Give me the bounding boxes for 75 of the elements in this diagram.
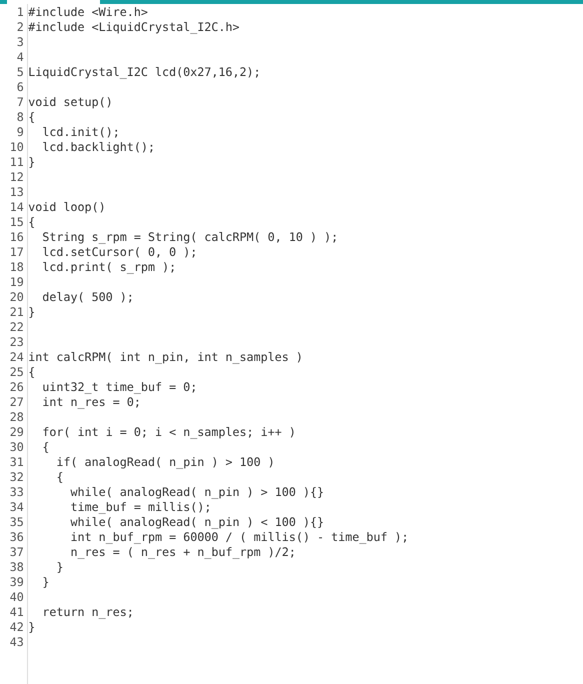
line-number: 34: [10, 502, 24, 512]
line-number: 10: [11, 142, 24, 152]
line-number: 32: [10, 472, 23, 482]
code-line: void loop(): [28, 202, 104, 214]
line-number: 6: [18, 82, 24, 92]
line-number: 11: [11, 157, 23, 166]
line-number: 14: [11, 202, 24, 211]
line-number: 22: [10, 322, 23, 331]
code-line: int n_buf_rpm = 60000 / ( millis() - time_buf );: [72, 532, 406, 544]
code-line: }: [29, 307, 34, 318]
line-number: 18: [11, 262, 24, 272]
code-line: }: [44, 577, 48, 588]
line-number: 24: [10, 352, 24, 361]
line-number: 4: [17, 52, 24, 61]
code-line: }: [58, 562, 62, 573]
code-line: while( analogRead( n_pin ) < 100 ){}: [70, 517, 323, 529]
line-number: 28: [10, 412, 24, 422]
line-number: 35: [10, 517, 23, 526]
line-number: 41: [10, 607, 23, 616]
code-line: if( analogRead( n_pin ) > 100 ): [57, 457, 272, 469]
line-number: 17: [11, 247, 23, 256]
line-number: 38: [10, 562, 24, 572]
code-line: lcd.setCursor( 0, 0 );: [43, 247, 195, 258]
code-line: while( analogRead( n_pin ) > 100 ){}: [70, 487, 323, 499]
code-line: lcd.print( s_rpm );: [43, 262, 174, 274]
line-number: 8: [18, 112, 24, 122]
code-line: LiquidCrystal_I2C lcd(0x27,16,2);: [29, 67, 258, 79]
line-number: 23: [10, 337, 23, 346]
line-number: 30: [10, 442, 24, 452]
line-number: 9: [17, 127, 23, 136]
line-number: 25: [10, 367, 23, 376]
code-line: {: [44, 442, 48, 453]
code-line: #include <LiquidCrystal_I2C.h>: [28, 22, 239, 34]
line-number: 36: [10, 532, 24, 542]
code-line: int n_res = 0;: [43, 397, 138, 409]
code-line: delay( 500 );: [43, 292, 132, 304]
line-number: 29: [10, 427, 23, 436]
code-line: {: [29, 217, 34, 228]
line-number: 19: [11, 277, 23, 286]
line-number: 43: [10, 637, 23, 646]
line-number: 13: [11, 187, 23, 196]
code-line: {: [29, 367, 34, 378]
line-number: 33: [10, 487, 23, 496]
code-line: time_buf = millis();: [71, 502, 209, 514]
line-number: 37: [10, 547, 23, 556]
code-line: return n_res;: [44, 608, 132, 619]
line-number: 40: [10, 592, 24, 602]
code-line: {: [29, 112, 34, 123]
line-number: 21: [10, 307, 23, 316]
code-line: n_res = ( n_res + n_buf_rpm )/2;: [72, 547, 294, 559]
line-number: 5: [18, 67, 23, 76]
code-line: lcd.init();: [43, 127, 118, 138]
line-number: 26: [10, 382, 24, 392]
code-line: void setup(): [28, 97, 110, 108]
line-number: 15: [11, 217, 23, 226]
code-line: lcd.backlight();: [43, 142, 152, 154]
line-number: 16: [11, 232, 24, 242]
line-number: 12: [11, 172, 23, 181]
code-line: for( int i = 0; i < n_samples; i++ ): [43, 427, 294, 439]
code-line: {: [58, 472, 62, 483]
line-number: 31: [10, 457, 23, 466]
code-line: int calcRPM( int n_pin, int n_samples ): [29, 352, 300, 364]
line-number: 7: [18, 97, 23, 106]
line-number: 39: [10, 577, 23, 586]
code-line: }: [29, 622, 34, 633]
line-number: 1: [18, 7, 23, 16]
line-number: 2: [18, 22, 23, 31]
code-line: uint32_t time_buf = 0;: [43, 382, 195, 394]
line-number: 3: [18, 37, 23, 46]
code-line: String s_rpm = String( calcRPM( 0, 10 ) );: [43, 232, 336, 244]
line-number: 27: [10, 397, 23, 406]
code-line: }: [29, 157, 34, 168]
code-line: #include <Wire.h>: [28, 7, 148, 16]
line-number: 20: [10, 292, 24, 302]
line-number: 42: [10, 622, 23, 631]
